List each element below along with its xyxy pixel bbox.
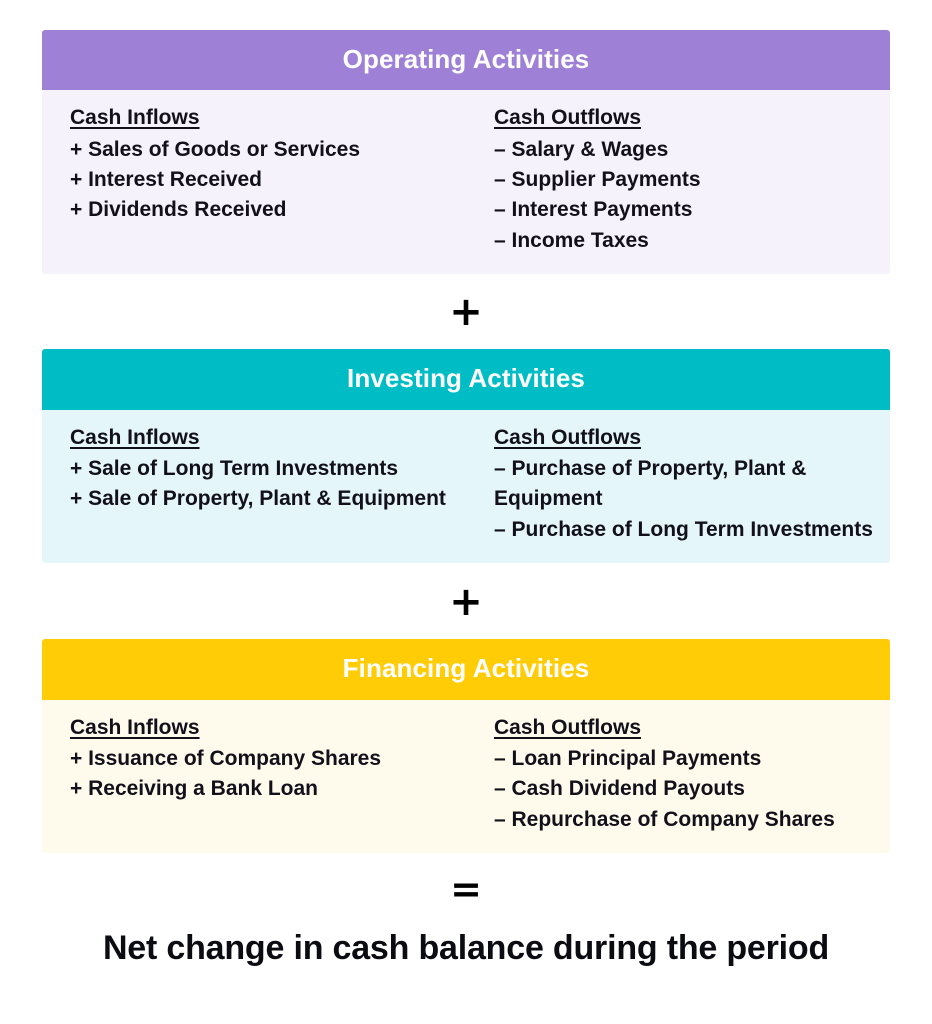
cash-inflows-heading: Cash Inflows	[70, 106, 200, 130]
cash-inflows-list: + Sales of Goods or Services + Interest R…	[70, 135, 452, 226]
list-item: – Purchase of Property, Plant & Equipmen…	[494, 456, 813, 511]
list-item: + Issuance of Company Shares	[70, 746, 382, 770]
section-operating-activities: Operating Activities Cash Inflows + Sale…	[42, 30, 890, 275]
section-investing-activities: Investing Activities Cash Inflows + Sale…	[42, 349, 890, 564]
list-item: + Dividends Received	[70, 198, 287, 222]
cash-outflows-heading: Cash Outflows	[494, 425, 642, 449]
list-item: + Sales of Goods or Services	[70, 137, 361, 161]
section-body-operating-activities: Cash Inflows + Sales of Goods or Service…	[42, 90, 890, 275]
section-header-investing-activities: Investing Activities	[42, 349, 890, 410]
cash-inflows-list: + Sale of Long Term Investments + Sale of…	[70, 454, 452, 515]
cash-inflows-column-financing: Cash Inflows + Issuance of Company Share…	[42, 714, 466, 836]
cash-outflows-column-investing: Cash Outflows – Purchase of Property, Pl…	[466, 424, 890, 546]
section-header-operating-activities: Operating Activities	[42, 30, 890, 91]
list-item: – Cash Dividend Payouts	[494, 777, 745, 801]
cash-outflows-heading: Cash Outflows	[494, 715, 642, 739]
cash-inflows-heading: Cash Inflows	[70, 425, 200, 449]
list-item: – Supplier Payments	[494, 168, 701, 192]
cash-outflows-column-operating: Cash Outflows – Salary & Wages – Supplier…	[466, 104, 890, 256]
list-item: – Salary & Wages	[494, 137, 669, 161]
cash-outflows-heading: Cash Outflows	[494, 106, 642, 130]
cash-outflows-column-financing: Cash Outflows – Loan Principal Payments–…	[466, 714, 890, 836]
cash-inflows-list: + Issuance of Company Shares + Receiving …	[70, 744, 452, 805]
list-item: – Loan Principal Payments	[494, 746, 762, 770]
section-body-financing-activities: Cash Inflows + Issuance of Company Share…	[42, 699, 890, 854]
section-body-investing-activities: Cash Inflows + Sale of Long Term Investm…	[42, 409, 890, 564]
cash-inflows-column-operating: Cash Inflows + Sales of Goods or Service…	[42, 104, 466, 256]
list-item: – Repurchase of Company Shares	[494, 807, 835, 831]
list-item: + Sale of Long Term Investments	[70, 456, 399, 480]
net-change-total-label: Net change in cash balance during the pe…	[102, 929, 830, 968]
plus-operator-icon: +	[449, 579, 483, 626]
list-item: – Interest Payments	[494, 198, 693, 222]
cash-inflows-column-investing: Cash Inflows + Sale of Long Term Investm…	[42, 424, 466, 546]
plus-operator-icon: +	[449, 289, 483, 336]
list-item: + Interest Received	[70, 168, 263, 192]
list-item: – Income Taxes	[494, 228, 649, 252]
cash-outflows-list: – Loan Principal Payments – Cash Dividend…	[494, 744, 876, 835]
list-item: + Receiving a Bank Loan	[70, 777, 319, 801]
list-item: – Purchase of Long Term Investments	[494, 517, 873, 541]
cash-inflows-heading: Cash Inflows	[70, 715, 200, 739]
cash-outflows-list: – Salary & Wages – Supplier Payments – Int…	[494, 135, 876, 257]
section-header-financing-activities: Financing Activities	[42, 639, 890, 700]
equals-operator-icon: =	[450, 867, 482, 912]
cash-outflows-list: – Purchase of Property, Plant & Equipmen…	[494, 454, 876, 545]
section-financing-activities: Financing Activities Cash Inflows + Issu…	[42, 639, 890, 854]
list-item: + Sale of Property, Plant & Equipment	[70, 487, 446, 511]
